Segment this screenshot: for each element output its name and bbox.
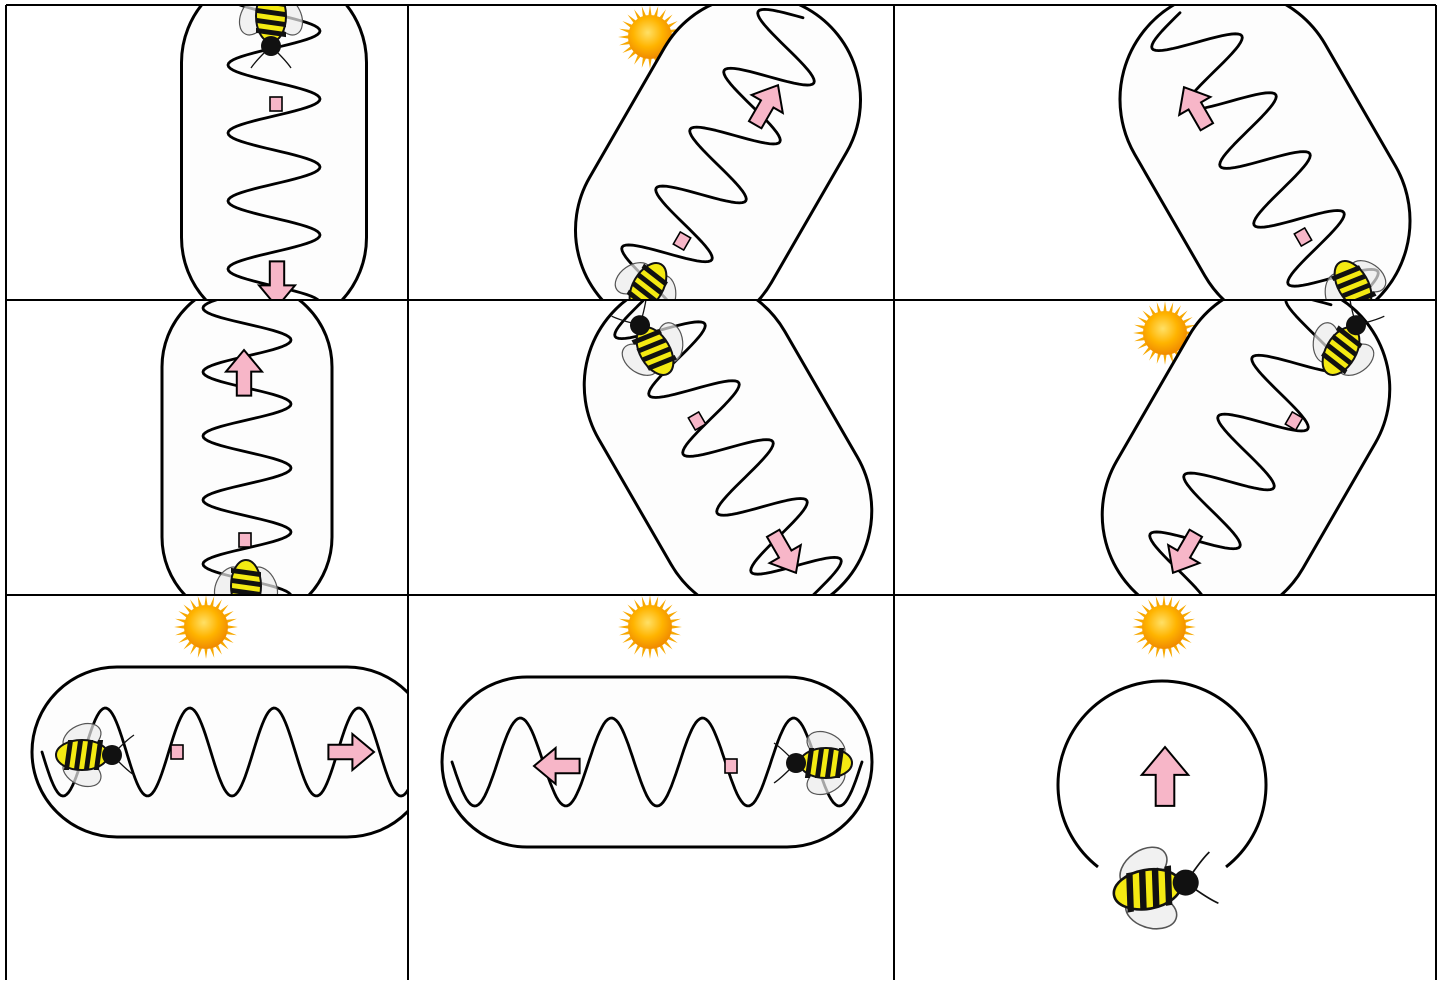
panel-p4 [162,282,332,638]
panel-p1 [182,0,367,330]
bee-icon [1106,830,1223,943]
waggle-marker [171,745,183,759]
direction-arrow-icon [1142,747,1189,806]
panels-layer [32,0,1447,943]
waggle-marker [239,533,251,547]
panel-p9 [1058,595,1266,943]
panel-p7 [32,595,432,837]
panel-p6 [1063,242,1429,661]
waggle-marker [725,759,737,773]
sun-icon [174,595,238,659]
panel-p8 [442,595,872,847]
sun-icon [618,595,682,659]
waggle-marker [270,97,282,111]
sun-icon [1132,595,1196,659]
